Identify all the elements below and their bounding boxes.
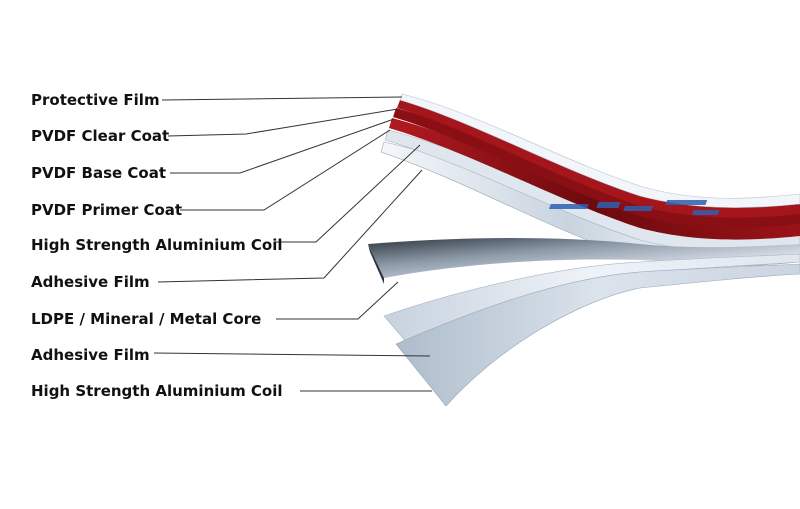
protective-film-shape <box>399 93 800 208</box>
label-adhesive-film-bottom: Adhesive Film <box>31 346 150 364</box>
core-edge-shape <box>368 244 384 284</box>
leader-line-8 <box>153 352 431 357</box>
leader-line-6 <box>157 169 423 283</box>
label-pvdf-base-coat: PVDF Base Coat <box>31 164 167 182</box>
core-top-face-shape <box>368 238 800 278</box>
leader-line-3 <box>170 118 395 174</box>
leader-line-2 <box>167 108 399 137</box>
label-high-strength-aluminium-coil-top: High Strength Aluminium Coil <box>31 236 283 254</box>
label-pvdf-primer-coat: PVDF Primer Coat <box>31 201 183 219</box>
base-coat-shape <box>389 118 800 240</box>
label-high-strength-aluminium-coil-bottom: High Strength Aluminium Coil <box>31 382 283 400</box>
label-pvdf-clear-coat: PVDF Clear Coat <box>31 127 170 145</box>
film-print-marks <box>548 200 720 215</box>
label-protective-film: Protective Film <box>31 91 160 109</box>
leader-line-5 <box>276 144 421 243</box>
label-adhesive-film-top: Adhesive Film <box>31 273 150 291</box>
core-stack <box>368 238 800 284</box>
leader-lines <box>153 96 432 392</box>
leader-line-4 <box>180 129 391 211</box>
lower-stack <box>383 253 800 407</box>
leader-line-7 <box>276 281 399 320</box>
label-core: LDPE / Mineral / Metal Core <box>31 310 262 328</box>
leader-line-1 <box>161 96 403 101</box>
lower-aluminium-coil-shape <box>395 263 800 407</box>
